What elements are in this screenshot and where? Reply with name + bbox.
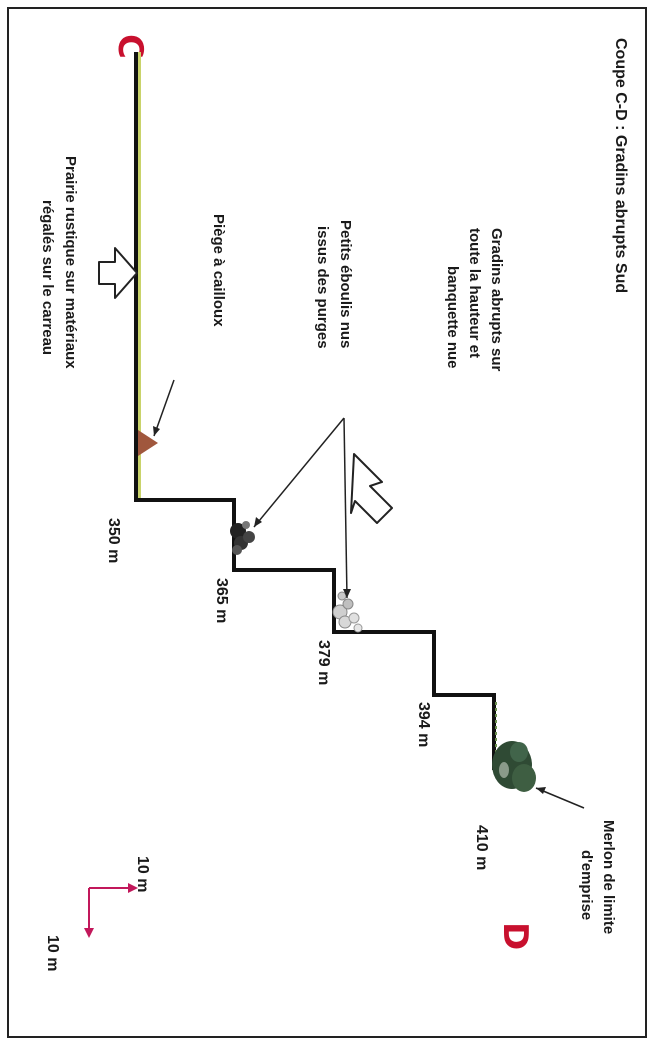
piege-pointer-head [153, 426, 160, 436]
merlon-label: Merlon de limite d'emprise [578, 820, 617, 938]
elevation-379: 379 m [315, 640, 332, 685]
point-c-label: C [110, 34, 150, 59]
piege-label: Piège à cailloux [210, 214, 227, 327]
terrain-profile [134, 52, 496, 770]
eboulis-pointer-1 [253, 417, 345, 528]
scale-indicator: 10 m 10 m [44, 856, 151, 971]
scree-pile-1 [230, 521, 255, 555]
prairie-outline-arrow [98, 247, 138, 299]
scale-vertical-arrowhead [128, 883, 138, 893]
scale-horizontal-arrowhead [84, 928, 94, 938]
piege-pointer [153, 379, 175, 437]
elevation-394: 394 m [415, 702, 432, 747]
piege-a-cailloux-mound [138, 430, 158, 456]
eboulis-pointer-1-head [254, 517, 262, 527]
point-d-label: D [495, 922, 535, 950]
merlon-pointer-head [536, 787, 546, 794]
eboulis-pointer-2-head [343, 589, 351, 598]
eboulis-label: Petits éboulis nus issus des purges [314, 220, 354, 353]
gradins-outline-arrow [350, 453, 393, 524]
merlon-mound [492, 741, 536, 792]
elevation-410: 410 m [473, 825, 490, 870]
scree-pile-2 [332, 591, 363, 633]
elevation-350: 350 m [105, 518, 122, 563]
diagram-title: Coupe C-D : Gradins abrupts Sud [612, 38, 629, 293]
prairie-label: Prairie rustique sur matériaux régalés s… [39, 156, 79, 373]
border [7, 7, 647, 1038]
scale-horizontal-label: 10 m [44, 935, 61, 971]
scale-vertical-label: 10 m [134, 856, 151, 892]
eboulis-pointer-2 [343, 417, 348, 599]
gradins-label: Gradins abrupts sur toute la hauteur et … [444, 228, 505, 376]
elevation-365: 365 m [213, 578, 230, 623]
